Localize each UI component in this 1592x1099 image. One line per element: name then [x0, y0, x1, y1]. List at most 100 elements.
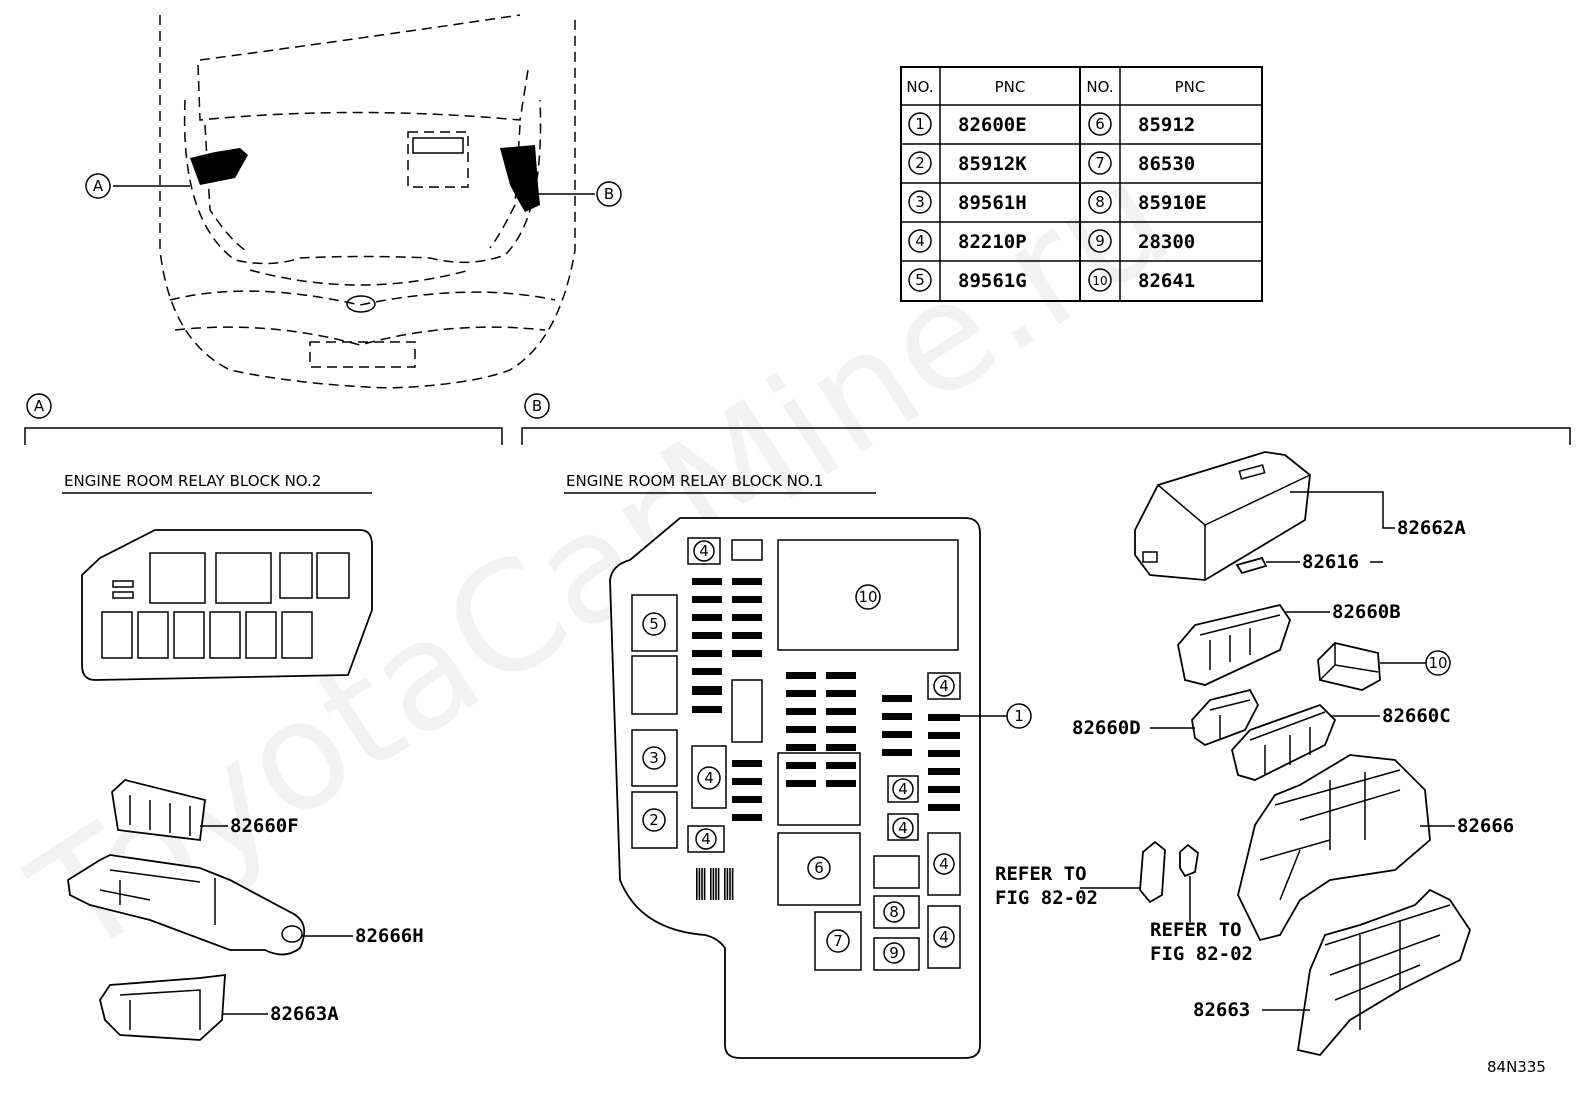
fuse-bar — [732, 632, 762, 639]
refer-1-line1: REFER TO — [995, 863, 1087, 885]
fuse-bar — [732, 578, 762, 585]
callout-b-top: B — [596, 181, 622, 207]
svg-text:A: A — [34, 397, 45, 415]
fuse-bar — [928, 750, 960, 757]
svg-text:1: 1 — [1014, 707, 1024, 725]
section-b-bracket: B — [521, 393, 1571, 445]
fuse-bar — [882, 695, 912, 702]
part-label-82660b: 82660B — [1332, 601, 1401, 623]
table-no-circle — [908, 112, 932, 136]
table-no: 10 — [1092, 274, 1107, 288]
svg-text:3: 3 — [649, 749, 659, 767]
table-no-circle — [908, 268, 932, 292]
refer-2-line2: FIG 82-02 — [1150, 943, 1253, 965]
table-header-pnc-1: PNC — [995, 78, 1026, 96]
table-pnc: 85910E — [1138, 192, 1207, 214]
table-no: 4 — [915, 232, 925, 250]
callout-1: 1 — [1006, 703, 1032, 729]
table-no-circle — [1088, 112, 1112, 136]
fuse-bar — [732, 814, 762, 821]
table-pnc: 85912 — [1138, 114, 1195, 136]
fuse-bar — [786, 726, 816, 733]
fuse-bar — [701, 868, 703, 900]
fuse-bar — [715, 868, 717, 900]
part-82662a-drawing — [1134, 451, 1311, 581]
table-header-no-1: NO. — [906, 78, 933, 96]
svg-text:5: 5 — [649, 615, 659, 633]
fuse-bar — [726, 868, 729, 900]
fuse-bar — [729, 868, 731, 900]
svg-text:A: A — [93, 177, 104, 195]
svg-text:10: 10 — [858, 588, 877, 606]
fuse-bar — [882, 749, 912, 756]
table-pnc: 89561H — [958, 192, 1027, 214]
clip-1-drawing — [1139, 840, 1166, 904]
svg-text:6: 6 — [814, 859, 824, 877]
fuse-bar — [826, 762, 856, 769]
callout-10: 10 — [1425, 650, 1451, 676]
part-label-82666: 82666 — [1457, 815, 1514, 837]
fuse-bar — [732, 796, 762, 803]
clip-2-drawing — [1179, 843, 1199, 878]
table-no-circle — [908, 190, 932, 214]
fuse-bar — [826, 780, 856, 787]
fuse-bar — [928, 714, 960, 721]
block-numbers: 4 5 10 4 3 4 2 4 4 4 6 4 8 7 4 9 — [642, 540, 955, 964]
fuse-bar — [717, 868, 720, 900]
table-no: 6 — [1095, 115, 1105, 133]
table-pnc: 28300 — [1138, 231, 1195, 253]
table-no-circle — [1088, 229, 1112, 253]
svg-text:4: 4 — [898, 819, 908, 837]
part-82660c-drawing — [1231, 703, 1337, 781]
fuse-bar — [731, 868, 734, 900]
callout-a-top: A — [85, 173, 111, 199]
fuse-bar — [732, 596, 762, 603]
svg-text:4: 4 — [939, 855, 949, 873]
part-82616-drawing — [1235, 556, 1268, 575]
svg-text:4: 4 — [898, 780, 908, 798]
part-10-drawing — [1317, 642, 1381, 691]
relay-block-b-location — [500, 145, 540, 212]
relay-block-no1 — [609, 517, 981, 1059]
fuse-bar — [692, 596, 722, 603]
fuse-bar — [786, 762, 816, 769]
section-a-title: ENGINE ROOM RELAY BLOCK NO.2 — [64, 472, 321, 490]
part-82666h-drawing — [67, 854, 306, 956]
svg-text:4: 4 — [699, 542, 709, 560]
part-label-82663: 82663 — [1193, 999, 1250, 1021]
fuse-bar — [712, 868, 715, 900]
table-no: 7 — [1095, 154, 1105, 172]
fuse-bar — [696, 868, 698, 900]
refer-1-line2: FIG 82-02 — [995, 887, 1098, 909]
svg-text:2: 2 — [649, 811, 659, 829]
part-82660f-drawing — [111, 779, 206, 842]
part-82666-drawing — [1237, 754, 1431, 942]
svg-text:8: 8 — [889, 903, 899, 921]
fuse-bar — [692, 688, 722, 695]
table-no: 2 — [915, 154, 925, 172]
part-label-82663a: 82663A — [270, 1003, 339, 1025]
table-no: 5 — [915, 271, 925, 289]
figure-code: 84N335 — [1487, 1058, 1546, 1076]
fuse-bar — [826, 672, 856, 679]
fuse-bar — [928, 768, 960, 775]
fuse-bar — [786, 708, 816, 715]
table-header-pnc-2: PNC — [1175, 78, 1206, 96]
part-label-82660f: 82660F — [230, 815, 299, 837]
fuse-bar — [786, 744, 816, 751]
table-pnc: 85912K — [958, 153, 1027, 175]
fuse-bar — [786, 672, 816, 679]
table-pnc: 82210P — [958, 231, 1027, 253]
fuse-bar — [882, 713, 912, 720]
table-no: 1 — [915, 115, 925, 133]
svg-text:7: 7 — [833, 932, 843, 950]
relay-block-no2 — [81, 529, 373, 681]
part-label-82616: 82616 — [1302, 551, 1359, 573]
svg-text:4: 4 — [939, 677, 949, 695]
fuse-bar — [698, 868, 701, 900]
fuse-bar — [786, 780, 816, 787]
table-no-circle — [1088, 151, 1112, 175]
part-label-82660c: 82660C — [1382, 705, 1451, 727]
